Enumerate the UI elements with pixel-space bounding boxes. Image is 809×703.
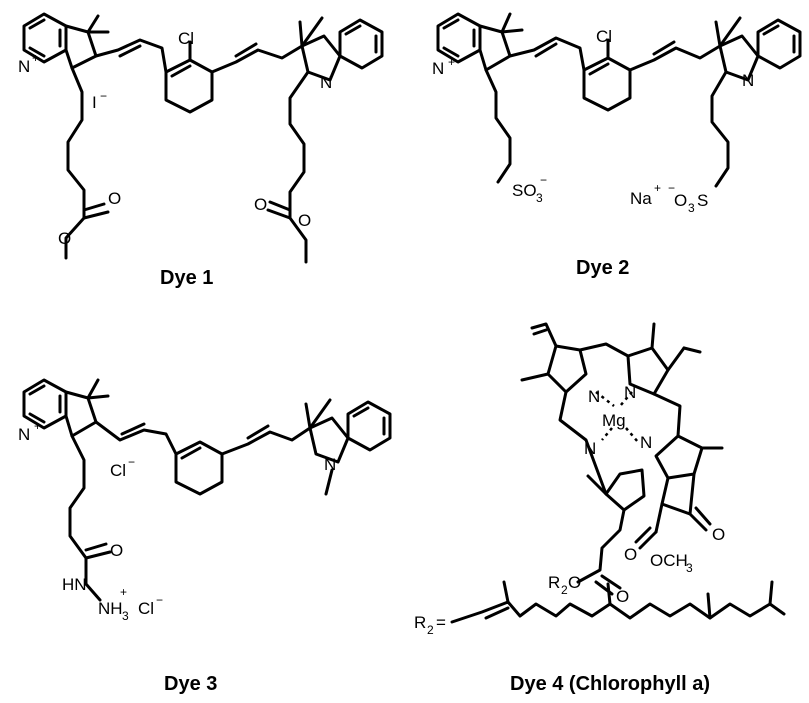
svg-text:R: R [548,573,560,592]
dye2-sodium-counterion: Na + − [630,181,675,208]
dye2-chlorine: Cl [596,27,612,46]
dye2-plus: + [448,55,455,69]
dye3-chloride-1: Cl [110,461,126,480]
dye4-n-b: N [624,383,636,402]
svg-text:S: S [697,191,708,210]
svg-text:SO: SO [512,181,537,200]
dye3-chloride-2: Cl [138,599,154,618]
svg-text:=: = [436,613,446,632]
svg-text:3: 3 [122,609,129,623]
dye1-n-left: N [18,57,30,76]
dye1-oxygen-left-ester: O [58,229,71,248]
dye1-chlorine: Cl [178,29,194,48]
dye3-oxygen: O [110,541,123,560]
svg-text:+: + [654,181,661,195]
dye4-n-d: N [584,439,596,458]
dye1-iodide-minus: − [100,89,107,103]
dye2-sulfonate-left: SO 3 − [512,173,547,205]
dye4-r2o: R 2 O [548,573,581,597]
caption-dye4: Dye 4 (Chlorophyll a) [510,673,710,695]
dye4-methoxy: OCH 3 [650,551,693,575]
svg-text:Na: Na [630,189,652,208]
dye3-chloride-2-minus: − [156,593,163,607]
dye4-magnesium: Mg [602,411,626,430]
dye4-ester-oxygen: O [616,587,629,606]
dye1-structure: N + I − Cl N O O O O Dye 1 [18,12,384,289]
svg-text:2: 2 [427,623,434,637]
dye2-sulfonate-right: O 3 S [674,191,708,215]
svg-text:NH: NH [98,599,123,618]
dye2-n-right: N [742,71,754,90]
dye2-n-left: N [432,59,444,78]
dye3-n-right: N [324,455,336,474]
svg-text:O: O [674,191,687,210]
dye4-ester-carbonyl-oxygen: O [624,545,637,564]
svg-text:O: O [568,573,581,592]
dye3-chloride-1-minus: − [128,455,135,469]
svg-text:−: − [540,173,547,187]
dye4-structure: N N Mg N N O O OCH 3 R 2 O O R 2 = Dye 4… [414,322,786,695]
dye1-plus: + [32,51,39,65]
svg-text:R: R [414,613,426,632]
dye1-iodide: I [92,93,97,112]
dye1-oxygen-left-carbonyl: O [108,189,121,208]
dye4-ketone-oxygen: O [712,525,725,544]
svg-text:3: 3 [686,561,693,575]
dye3-structure: N + Cl − N O HN NH 3 + Cl − Dye 3 [18,378,392,695]
dye3-ammonium: NH 3 + [98,585,129,623]
dye4-r2-definition-label: R 2 = [414,613,446,637]
dye3-hydrazide-hn: HN [62,575,87,594]
caption-dye3: Dye 3 [164,673,217,695]
svg-text:3: 3 [536,191,543,205]
caption-dye2: Dye 2 [576,257,629,279]
svg-text:2: 2 [561,583,568,597]
dye3-plus: + [34,419,41,433]
svg-text:+: + [120,585,127,599]
svg-text:3: 3 [688,201,695,215]
dye4-n-a: N [588,387,600,406]
dye3-n-left: N [18,425,30,444]
svg-text:−: − [668,181,675,195]
dye4-n-c: N [640,433,652,452]
caption-dye1: Dye 1 [160,267,213,289]
dye1-oxygen-right-carbonyl: O [254,195,267,214]
svg-text:OCH: OCH [650,551,688,570]
dye1-oxygen-right-ester: O [298,211,311,230]
dye2-structure: N + Cl N SO 3 − Na + − O 3 S Dye 2 [432,12,802,279]
dye1-n-right: N [320,73,332,92]
